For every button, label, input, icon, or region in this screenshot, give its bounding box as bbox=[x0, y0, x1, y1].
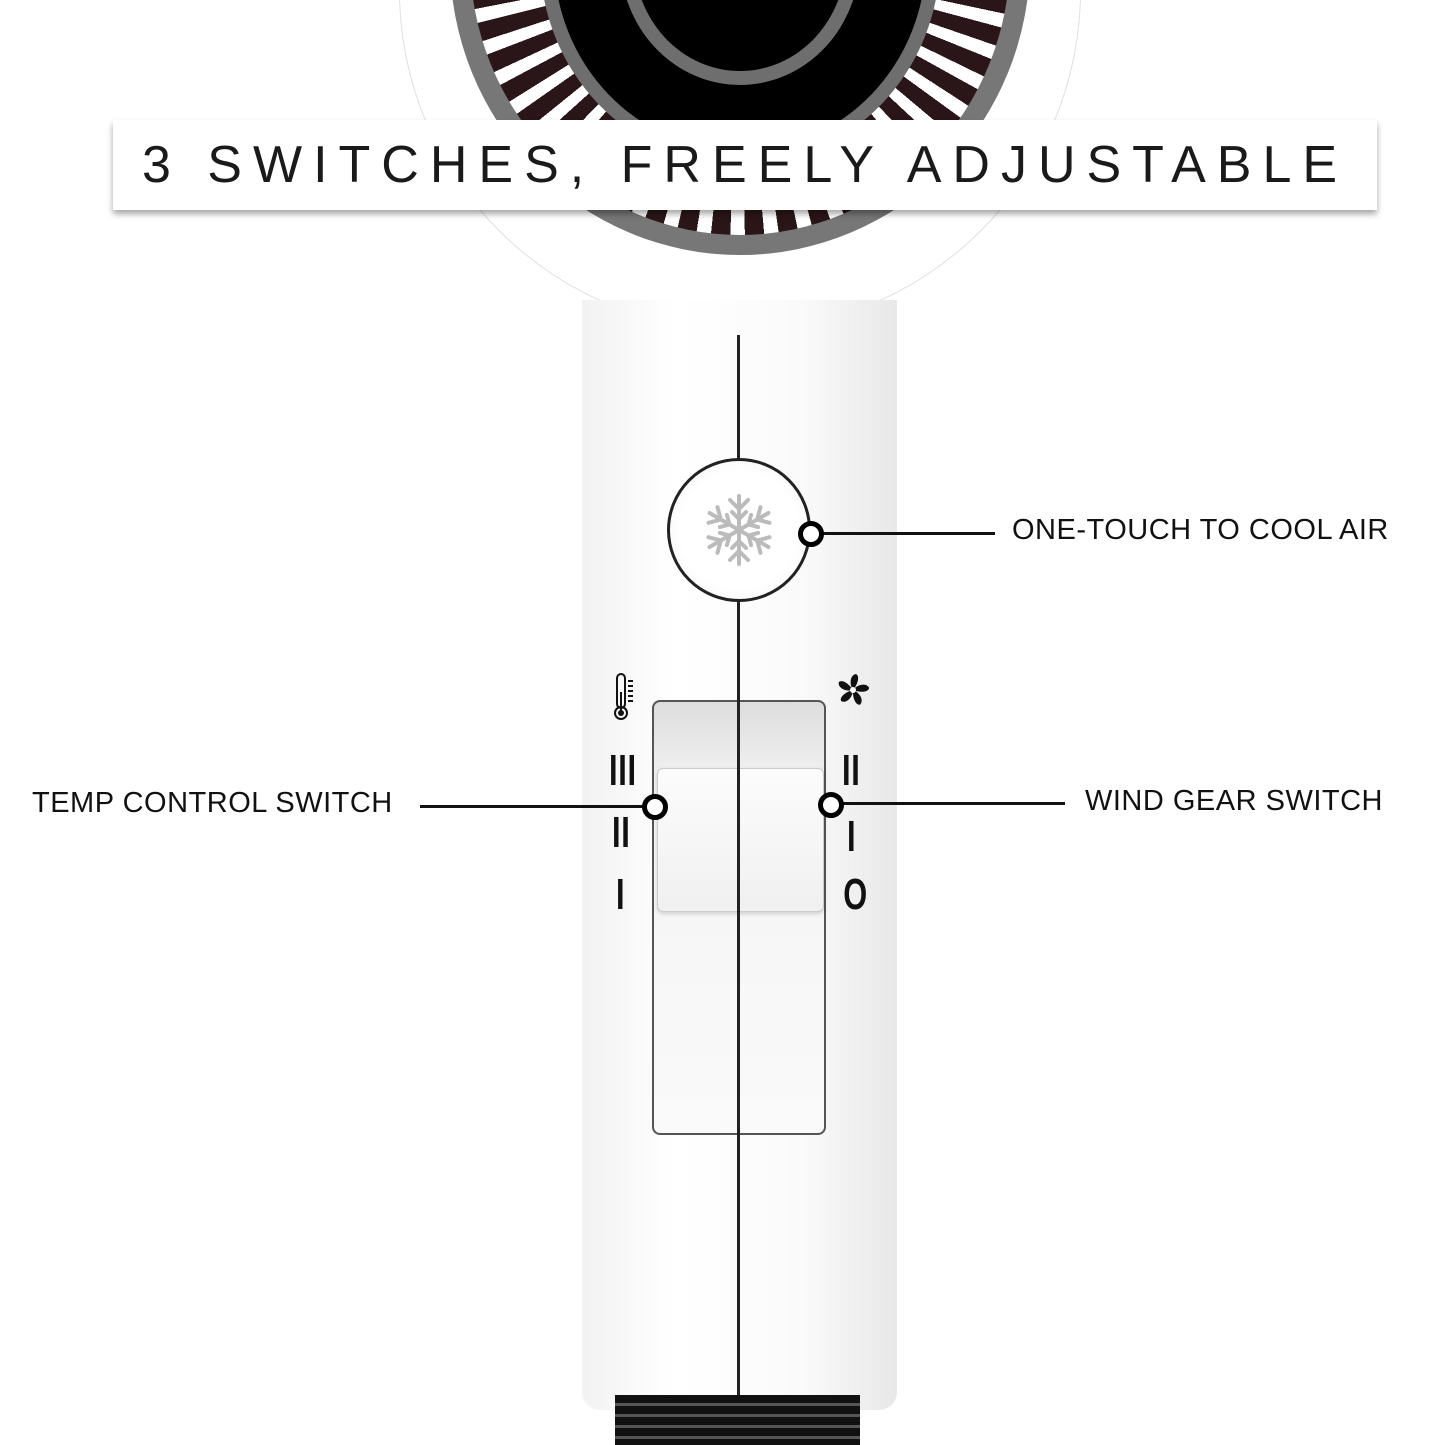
cool-callout-label: ONE-TOUCH TO COOL AIR bbox=[1012, 514, 1389, 546]
snowflake-icon bbox=[703, 494, 775, 566]
temp-mark-high: III bbox=[608, 746, 637, 795]
handle-seam bbox=[737, 335, 740, 1395]
temp-callout-label: TEMP CONTROL SWITCH bbox=[32, 787, 393, 819]
temp-mark-mid: II bbox=[611, 808, 631, 857]
cool-callout-dot bbox=[798, 521, 824, 547]
fan-icon bbox=[837, 674, 870, 706]
temp-callout-line bbox=[420, 805, 645, 808]
wind-callout-label: WIND GEAR SWITCH bbox=[1085, 785, 1383, 817]
temp-mark-low: I bbox=[615, 870, 626, 919]
thermometer-icon bbox=[614, 673, 633, 720]
wind-callout-dot bbox=[818, 792, 844, 818]
cool-callout-line bbox=[815, 532, 995, 535]
wind-mark-high: II bbox=[841, 746, 861, 795]
banner-title: 3 SWITCHES, FREELY ADJUSTABLE bbox=[141, 136, 1349, 194]
temp-callout-dot bbox=[642, 794, 668, 820]
wind-mark-low: I bbox=[846, 812, 857, 861]
wind-callout-line bbox=[835, 802, 1065, 805]
cool-air-button[interactable] bbox=[667, 458, 811, 602]
wind-mark-off: O bbox=[843, 870, 868, 919]
switch-slider[interactable] bbox=[657, 768, 824, 912]
title-banner: 3 SWITCHES, FREELY ADJUSTABLE bbox=[113, 120, 1377, 210]
cord-collar bbox=[615, 1395, 860, 1445]
